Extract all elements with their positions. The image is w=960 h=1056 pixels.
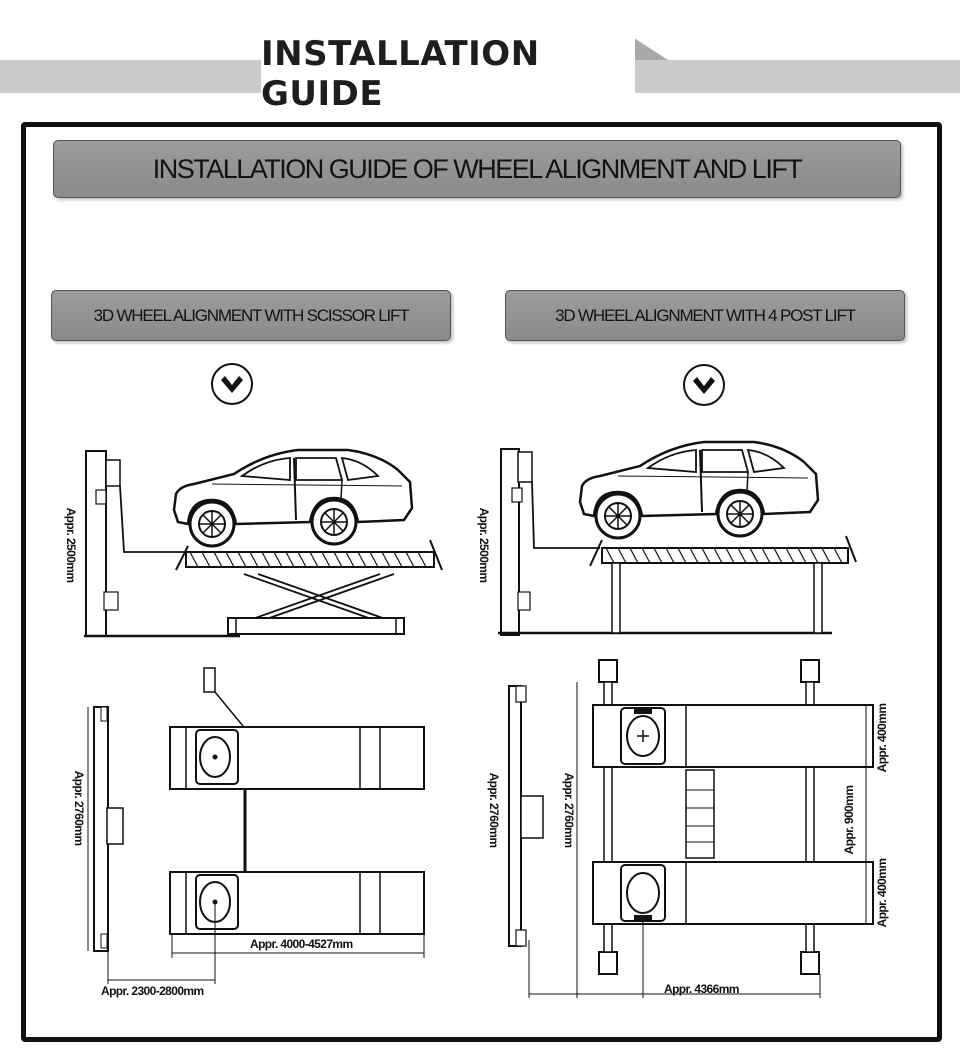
chevron-down-icon	[683, 364, 725, 406]
right-width-bottom-dimension: Appr. 400mm	[875, 859, 889, 928]
right-height-dimension: Appr. 2500mm	[477, 508, 491, 583]
left-height-dimension: Appr. 2500mm	[64, 508, 78, 583]
four-post-lift-side-view	[498, 440, 857, 636]
right-cabinet-dimension: Appr. 2760mm	[487, 773, 501, 848]
four-post-lift-label: 3D WHEEL ALIGNMENT WITH 4 POST LIFT	[505, 290, 905, 341]
right-runway-dimension: Appr. 2760mm	[562, 773, 576, 848]
scissor-lift-label: 3D WHEEL ALIGNMENT WITH SCISSOR LIFT	[51, 290, 451, 341]
left-distance-dimension: Appr. 2300-2800mm	[101, 984, 204, 998]
scissor-lift-side-view	[84, 448, 443, 638]
header-band-notch	[634, 38, 668, 60]
page-title: INSTALLATION GUIDE	[261, 34, 635, 114]
left-length-dimension: Appr. 4000-4527mm	[250, 937, 353, 951]
four-post-lift-top-view	[508, 659, 874, 998]
right-width-top-dimension: Appr. 400mm	[875, 704, 889, 773]
right-gap-dimension: Appr. 900mm	[842, 786, 856, 855]
left-cabinet-dimension: Appr. 2760mm	[72, 771, 86, 846]
scissor-lift-top-view	[87, 667, 425, 984]
chevron-down-icon	[211, 363, 253, 405]
right-length-dimension: Appr. 4366mm	[664, 982, 739, 996]
main-title-banner: INSTALLATION GUIDE OF WHEEL ALIGNMENT AN…	[53, 140, 901, 198]
